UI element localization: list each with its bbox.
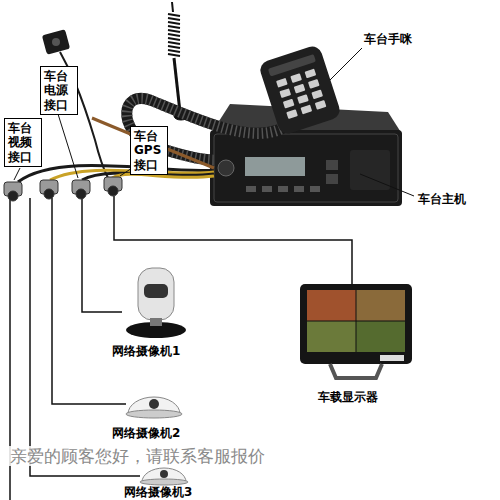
cable-connector <box>4 177 122 201</box>
radio-main-unit-part <box>326 174 338 184</box>
cable-connector-part <box>44 189 54 199</box>
radio-main-unit-part <box>326 160 338 170</box>
leader-line-part <box>330 48 362 80</box>
radio-handset-part <box>283 99 295 109</box>
dome-camera <box>126 397 182 418</box>
gps-antenna-part <box>42 29 70 55</box>
radio-handset-part <box>311 90 323 100</box>
cable-connector-part <box>108 186 118 196</box>
radio-handset-part <box>279 88 291 98</box>
vehicle-monitor-part <box>300 284 412 364</box>
interface-label: 车台GPS接口 <box>134 129 164 172</box>
cable-connector-part <box>76 189 86 199</box>
camera-label: 网络摄像机3 <box>124 485 192 499</box>
ptz-camera-part <box>144 284 168 298</box>
radio-handset-part <box>305 69 317 79</box>
whip-antenna-part <box>174 58 180 112</box>
interface-label-box: 车台电源接口 <box>40 66 78 115</box>
ptz-camera <box>126 268 186 338</box>
radio-main-unit-part <box>294 186 304 192</box>
vehicle-monitor-part <box>330 364 382 378</box>
whip-antenna-part <box>172 2 173 12</box>
camera-label: 网络摄像机1 <box>112 344 180 358</box>
leader-line <box>14 48 414 196</box>
dome-camera-part <box>140 479 188 485</box>
leader-line-part <box>14 168 20 180</box>
monitor-label: 车载显示器 <box>318 390 378 404</box>
cable-connector-part <box>8 191 18 201</box>
vehicle-monitor-part <box>307 290 405 352</box>
radio-main-unit-part <box>278 186 288 192</box>
cable-bundle <box>18 118 214 182</box>
gps-antenna-part <box>52 38 60 46</box>
radio-handset-part <box>276 69 326 119</box>
signal-wire-part <box>82 198 122 312</box>
dome-camera-part <box>126 410 182 418</box>
vehicle-monitor-part <box>307 290 356 321</box>
vehicle-monitor <box>300 284 412 378</box>
radio-main-unit-part <box>218 160 234 176</box>
radio-main-unit-part <box>246 186 256 192</box>
vehicle-monitor-part <box>307 321 356 352</box>
dome-camera <box>140 468 188 485</box>
radio-handset-part <box>258 44 342 136</box>
signal-wire-part <box>52 198 126 404</box>
interface-label-box: 车台GPS接口 <box>130 126 168 175</box>
ptz-camera-part <box>138 268 174 320</box>
radio-handset-part <box>315 100 327 110</box>
radio-handset-part <box>286 109 298 119</box>
interface-label-box: 车台视频接口 <box>4 118 42 167</box>
radio-main-unit-part <box>210 130 402 206</box>
vehicle-monitor-part <box>380 355 404 361</box>
dome-camera-part <box>160 470 168 478</box>
leader-line-part <box>360 174 414 196</box>
radio-handset <box>258 44 342 136</box>
whip-antenna-part <box>168 14 180 56</box>
radio-handset-part <box>300 105 312 115</box>
whip-antenna <box>168 2 188 120</box>
leader-line-part <box>58 114 78 178</box>
radio-main-unit-part <box>310 186 320 192</box>
dome-camera-part <box>149 399 159 409</box>
interface-label: 车台视频接口 <box>8 121 38 164</box>
vehicle-monitor-part <box>356 321 405 352</box>
part-label: 车台主机 <box>418 192 466 206</box>
radio-handset-part <box>276 78 288 88</box>
radio-main-unit-part <box>214 134 398 202</box>
ptz-camera-part <box>150 318 162 326</box>
vehicle-monitor-part <box>356 290 405 321</box>
watermark: 亲爱的顾客您好，请联系客服报价 <box>8 446 267 466</box>
radio-handset-part <box>308 79 320 89</box>
part-label: 车台手咪 <box>364 32 412 46</box>
interface-label: 车台电源接口 <box>44 69 74 112</box>
radio-handset-part <box>290 73 302 83</box>
radio-main-unit-part <box>262 186 272 192</box>
camera-label: 网络摄像机2 <box>112 426 180 440</box>
radio-main-unit-part <box>245 157 305 176</box>
radio-handset-part <box>297 94 309 104</box>
radio-handset-part <box>294 84 306 94</box>
